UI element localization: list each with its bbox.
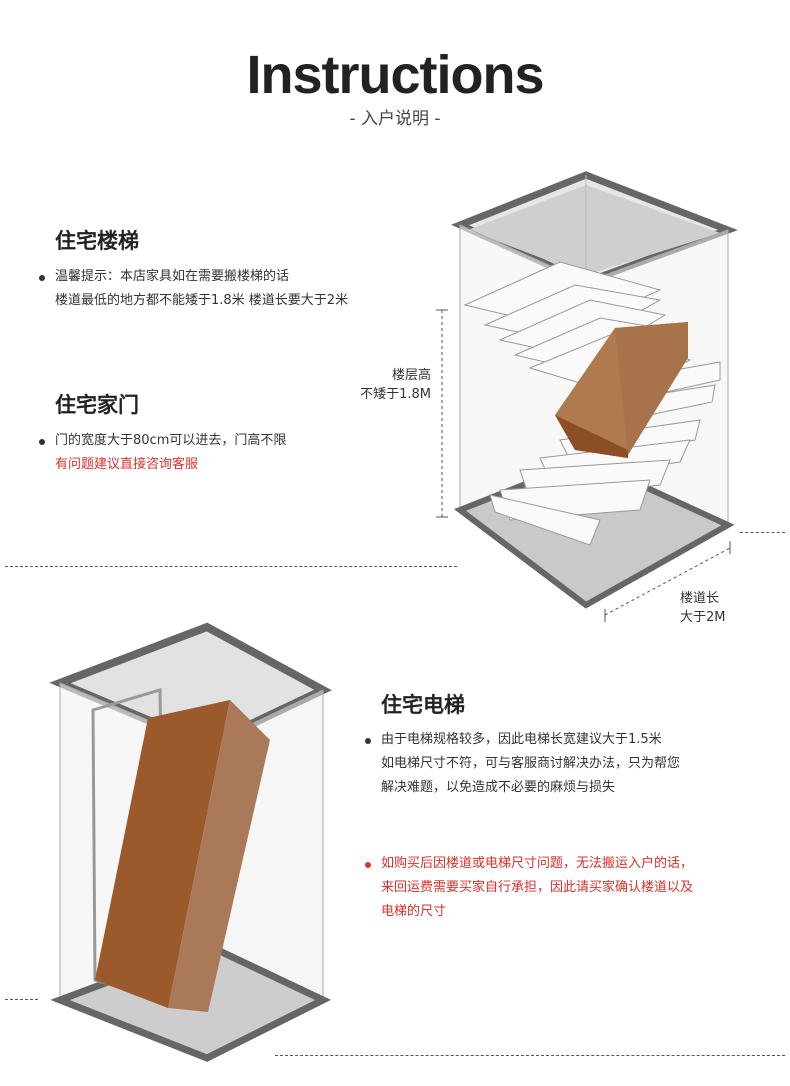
divider <box>5 999 38 1000</box>
door-heading: 住宅家门 <box>55 393 139 417</box>
bullet-icon <box>39 439 45 445</box>
divider <box>275 1055 785 1056</box>
length-label-line: 大于2M <box>680 610 726 625</box>
door-info: 门的宽度大于80cm可以进去，门高不限 有问题建议直接咨询客服 <box>39 429 287 477</box>
length-dimension <box>604 541 731 622</box>
bullet-icon <box>39 275 45 281</box>
warning-line: 如购买后因楼道或电梯尺寸问题，无法搬运入户的话， <box>381 856 694 871</box>
elevator-line: 由于电梯规格较多，因此电梯长宽建议大于1.5米 <box>381 732 662 747</box>
height-label: 楼层高 不矮于1.8M <box>340 366 431 404</box>
elevator-heading: 住宅电梯 <box>381 693 465 717</box>
height-label-line: 不矮于1.8M <box>360 387 431 402</box>
height-label-line: 楼层高 <box>391 368 431 383</box>
elevator-info: 由于电梯规格较多，因此电梯长宽建议大于1.5米 如电梯尺寸不符，可与客服商讨解决… <box>365 728 693 800</box>
cardboard-box-elevator <box>95 700 230 1008</box>
elevator-line: 解决难题，以免造成不必要的麻烦与损失 <box>381 780 616 795</box>
divider <box>5 566 457 567</box>
elevator-line: 如电梯尺寸不符，可与客服商讨解决办法，只为帮您 <box>381 756 681 771</box>
stairs-section: 住宅楼梯 温馨提示：本店家具如在需要搬楼梯的话 楼道最低的地方都不能矮于1.8米… <box>39 225 349 313</box>
door-line: 门的宽度大于80cm可以进去，门高不限 <box>55 433 287 448</box>
warning-line: 来回运费需要买家自行承担，因此请买家确认楼道以及 <box>381 880 694 895</box>
bullet-icon <box>365 862 371 868</box>
stairs-tip: 温馨提示：本店家具如在需要搬楼梯的话 楼道最低的地方都不能矮于1.8米 楼道长要… <box>39 265 349 313</box>
length-label: 楼道长 大于2M <box>680 589 726 627</box>
warning-line: 电梯的尺寸 <box>381 904 447 919</box>
length-label-line: 楼道长 <box>680 591 720 606</box>
door-section: 住宅家门 门的宽度大于80cm可以进去，门高不限 有问题建议直接咨询客服 <box>39 389 287 477</box>
cardboard-box-stairs <box>555 322 688 458</box>
bullet-icon <box>365 738 371 744</box>
shipping-warning: 如购买后因楼道或电梯尺寸问题，无法搬运入户的话， 来回运费需要买家自行承担，因此… <box>365 852 694 924</box>
stairs-line: 温馨提示：本店家具如在需要搬楼梯的话 <box>55 269 290 284</box>
stairs-heading: 住宅楼梯 <box>55 229 139 253</box>
door-note: 有问题建议直接咨询客服 <box>55 457 199 472</box>
height-dimension <box>436 309 448 518</box>
page-title: Instructions <box>246 45 544 105</box>
elevator-section: 住宅电梯 由于电梯规格较多，因此电梯长宽建议大于1.5米 如电梯尺寸不符，可与客… <box>365 689 694 924</box>
stairs-line: 楼道最低的地方都不能矮于1.8米 楼道长要大于2米 <box>55 293 349 308</box>
divider <box>740 532 785 533</box>
page-subtitle: - 入户说明 - <box>349 109 441 129</box>
